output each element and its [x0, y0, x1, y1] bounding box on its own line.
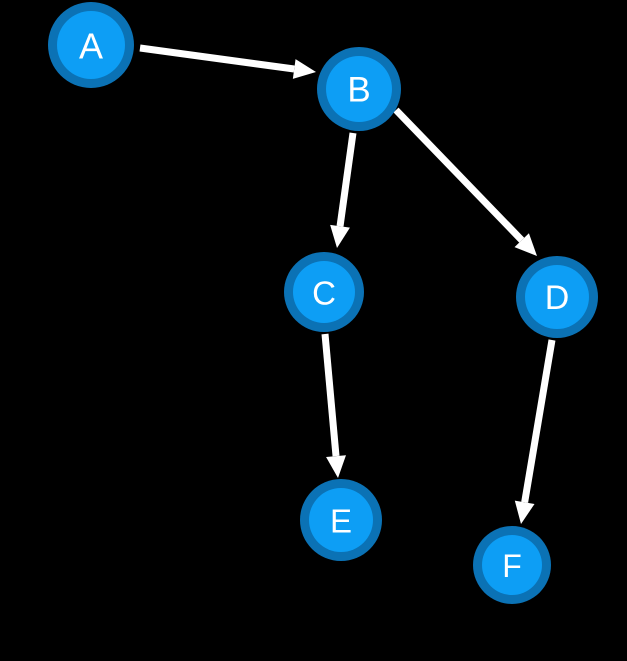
node-inner-circle	[57, 11, 125, 79]
graph-edge[interactable]	[393, 107, 537, 256]
graph-edge[interactable]	[330, 132, 357, 248]
edge-arrowhead-icon	[514, 233, 537, 256]
edge-arrowhead-icon	[326, 455, 346, 478]
edge-line	[393, 107, 525, 243]
edge-line	[521, 339, 556, 503]
graph-node[interactable]: C	[284, 252, 364, 332]
graph-node[interactable]: F	[473, 526, 551, 604]
edge-line	[139, 44, 295, 73]
graph-edge[interactable]	[321, 333, 346, 478]
edge-line	[321, 333, 340, 457]
node-inner-circle	[293, 261, 355, 323]
graph-edge[interactable]	[514, 339, 556, 524]
graph-node[interactable]: B	[317, 47, 401, 131]
edge-arrowhead-icon	[330, 224, 350, 248]
edges-layer	[139, 44, 556, 524]
node-inner-circle	[525, 265, 589, 329]
graph-node[interactable]: D	[516, 256, 598, 338]
node-inner-circle	[309, 488, 373, 552]
node-inner-circle	[326, 56, 392, 122]
graph-edge[interactable]	[139, 44, 316, 79]
edge-arrowhead-icon	[292, 59, 316, 79]
node-inner-circle	[482, 535, 542, 595]
edge-line	[336, 132, 357, 227]
graph-node[interactable]: E	[300, 479, 382, 561]
graph-node[interactable]: A	[48, 2, 134, 88]
edge-arrowhead-icon	[514, 500, 535, 524]
